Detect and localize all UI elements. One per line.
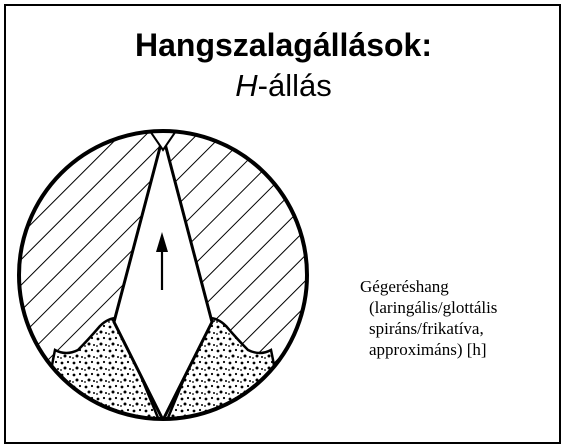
- vocal-folds-h-position-icon: [0, 0, 567, 427]
- caption: Gégeréshang (laringális/glottális spirán…: [360, 276, 497, 360]
- caption-line-4: approximáns) [h]: [360, 339, 497, 360]
- caption-line-3: spiráns/frikatíva,: [360, 318, 497, 339]
- caption-line-2: (laringális/glottális: [360, 297, 497, 318]
- caption-line-1: Gégeréshang: [360, 276, 497, 297]
